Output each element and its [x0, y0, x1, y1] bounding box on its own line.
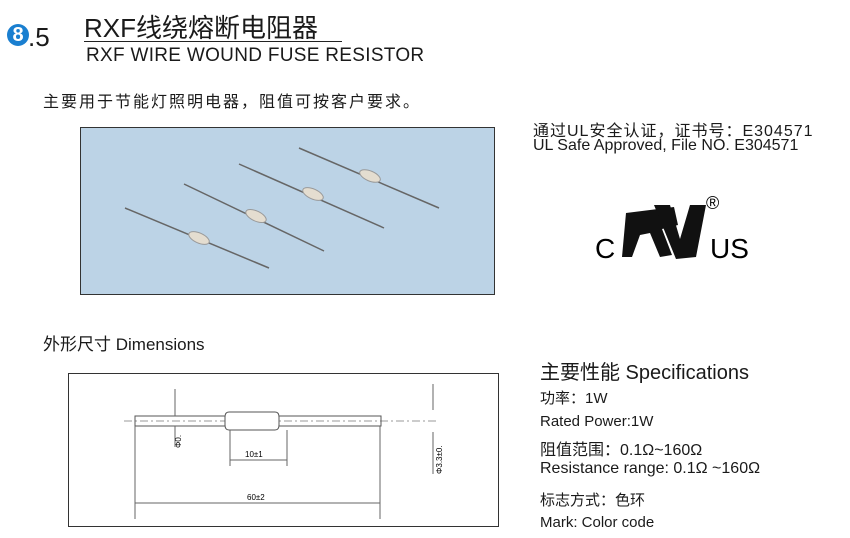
section-badge: 8: [7, 24, 29, 46]
body-diameter-label: Φ3.3±0.: [435, 445, 444, 474]
intro-text: 主要用于节能灯照明电器，阻值可按客户要求。: [43, 94, 422, 111]
ul-cert-en: UL Safe Approved, File NO. E304571: [533, 137, 799, 154]
lead-diameter-label: Φ0.: [174, 435, 183, 448]
spec-item: 标志方式：色环: [540, 492, 646, 509]
section-number: .5: [28, 22, 50, 52]
spec-item: Rated Power:1W: [540, 413, 654, 430]
page-subtitle: RXF WIRE WOUND FUSE RESISTOR: [86, 45, 425, 66]
title-divider: [84, 41, 342, 42]
specs-heading: 主要性能 Specifications: [540, 362, 749, 384]
cul-us-logo: C US ®: [595, 193, 749, 264]
total-length-label: 60±2: [247, 493, 265, 502]
ul-cert-cn: 通过UL安全认证，证书号：E304571: [533, 123, 814, 140]
svg-text:®: ®: [706, 193, 719, 213]
page-title: RXF线绕熔断电阻器: [84, 13, 319, 43]
body-length-label: 10±1: [245, 450, 263, 459]
spec-item: 功率：1W: [540, 390, 608, 407]
spec-item: Resistance range: 0.1Ω ~160Ω: [540, 460, 761, 477]
svg-text:C: C: [595, 233, 615, 264]
spec-item: Mark: Color code: [540, 514, 655, 531]
spec-item: 阻值范围：0.1Ω~160Ω: [540, 442, 703, 459]
dimension-drawing: 10±1 60±2 Φ0. Φ3.3±0.: [68, 373, 499, 527]
svg-text:US: US: [710, 233, 749, 264]
product-photo: [80, 127, 495, 295]
dimensions-heading: 外形尺寸 Dimensions: [43, 335, 205, 354]
